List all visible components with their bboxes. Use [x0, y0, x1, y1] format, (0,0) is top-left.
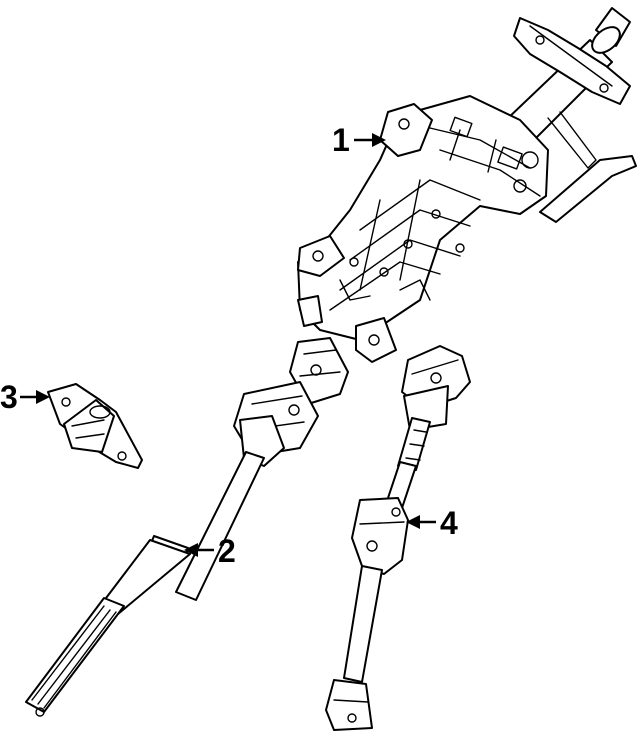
part-1-steering-column[interactable] [297, 7, 637, 363]
callout-label-1: 1 [332, 122, 350, 158]
callout-4: 4 [406, 505, 458, 541]
part-3-bracket[interactable] [47, 383, 143, 469]
part-4-intermediate-shaft[interactable] [325, 345, 471, 731]
callout-1: 1 [332, 122, 386, 158]
callout-label-3: 3 [0, 379, 18, 415]
callout-3: 3 [0, 379, 50, 415]
part-2-intermediate-shaft[interactable] [25, 337, 349, 717]
callout-label-4: 4 [440, 505, 458, 541]
callout-label-2: 2 [218, 533, 236, 569]
callout-2: 2 [184, 533, 236, 569]
